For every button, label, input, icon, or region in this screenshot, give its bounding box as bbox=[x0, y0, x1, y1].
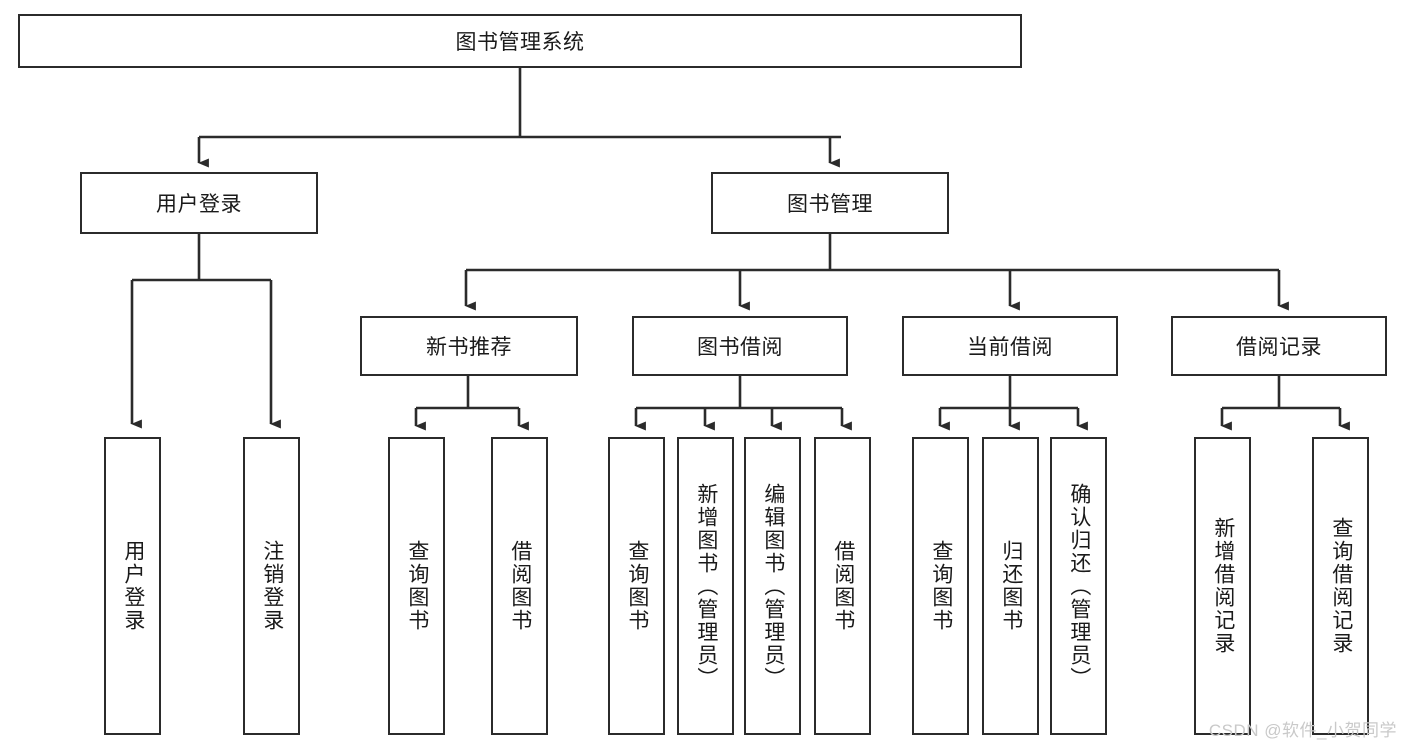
node-new-book-recommend-label: 新书推荐 bbox=[426, 336, 512, 359]
node-leaf-return-book-label: 归还图书 bbox=[999, 540, 1023, 632]
watermark: CSDN @软件_小贺同学 bbox=[1208, 721, 1397, 740]
node-leaf-borrow-book-1-label: 借阅图书 bbox=[508, 540, 532, 632]
node-book-manage[interactable]: 图书管理 bbox=[711, 172, 949, 234]
node-leaf-confirm-return[interactable]: 确认归还（管理员） bbox=[1050, 437, 1107, 735]
node-leaf-query-book-2[interactable]: 查询图书 bbox=[608, 437, 665, 735]
node-leaf-query-book-1[interactable]: 查询图书 bbox=[388, 437, 445, 735]
node-leaf-return-book[interactable]: 归还图书 bbox=[982, 437, 1039, 735]
node-book-manage-label: 图书管理 bbox=[787, 193, 873, 216]
node-leaf-user-logout[interactable]: 注销登录 bbox=[243, 437, 300, 735]
node-leaf-query-book-3-label: 查询图书 bbox=[929, 540, 953, 632]
node-current-borrow[interactable]: 当前借阅 bbox=[902, 316, 1118, 376]
node-borrow-record-label: 借阅记录 bbox=[1236, 336, 1322, 359]
node-leaf-user-logout-label: 注销登录 bbox=[260, 540, 284, 632]
node-borrow-record[interactable]: 借阅记录 bbox=[1171, 316, 1387, 376]
node-leaf-query-book-1-label: 查询图书 bbox=[405, 540, 429, 632]
node-leaf-borrow-book-1[interactable]: 借阅图书 bbox=[491, 437, 548, 735]
node-leaf-user-login[interactable]: 用户登录 bbox=[104, 437, 161, 735]
node-leaf-borrow-book-2[interactable]: 借阅图书 bbox=[814, 437, 871, 735]
node-new-book-recommend[interactable]: 新书推荐 bbox=[360, 316, 578, 376]
node-leaf-confirm-return-label: 确认归还（管理员） bbox=[1067, 482, 1091, 690]
node-book-borrow-label: 图书借阅 bbox=[697, 336, 783, 359]
node-root[interactable]: 图书管理系统 bbox=[18, 14, 1022, 68]
node-leaf-edit-book-label: 编辑图书（管理员） bbox=[761, 482, 785, 690]
node-leaf-query-book-2-label: 查询图书 bbox=[625, 540, 649, 632]
node-leaf-add-record[interactable]: 新增借阅记录 bbox=[1194, 437, 1251, 735]
node-root-label: 图书管理系统 bbox=[455, 31, 585, 54]
node-user-login-label: 用户登录 bbox=[156, 193, 242, 216]
node-book-borrow[interactable]: 图书借阅 bbox=[632, 316, 848, 376]
node-leaf-user-login-label: 用户登录 bbox=[121, 540, 145, 632]
node-leaf-query-record-label: 查询借阅记录 bbox=[1329, 517, 1353, 655]
node-leaf-add-book[interactable]: 新增图书（管理员） bbox=[677, 437, 734, 735]
node-leaf-add-record-label: 新增借阅记录 bbox=[1211, 517, 1235, 655]
node-current-borrow-label: 当前借阅 bbox=[967, 336, 1053, 359]
node-leaf-borrow-book-2-label: 借阅图书 bbox=[831, 540, 855, 632]
node-leaf-edit-book[interactable]: 编辑图书（管理员） bbox=[744, 437, 801, 735]
node-leaf-query-record[interactable]: 查询借阅记录 bbox=[1312, 437, 1369, 735]
node-user-login[interactable]: 用户登录 bbox=[80, 172, 318, 234]
node-leaf-add-book-label: 新增图书（管理员） bbox=[694, 482, 718, 690]
node-leaf-query-book-3[interactable]: 查询图书 bbox=[912, 437, 969, 735]
